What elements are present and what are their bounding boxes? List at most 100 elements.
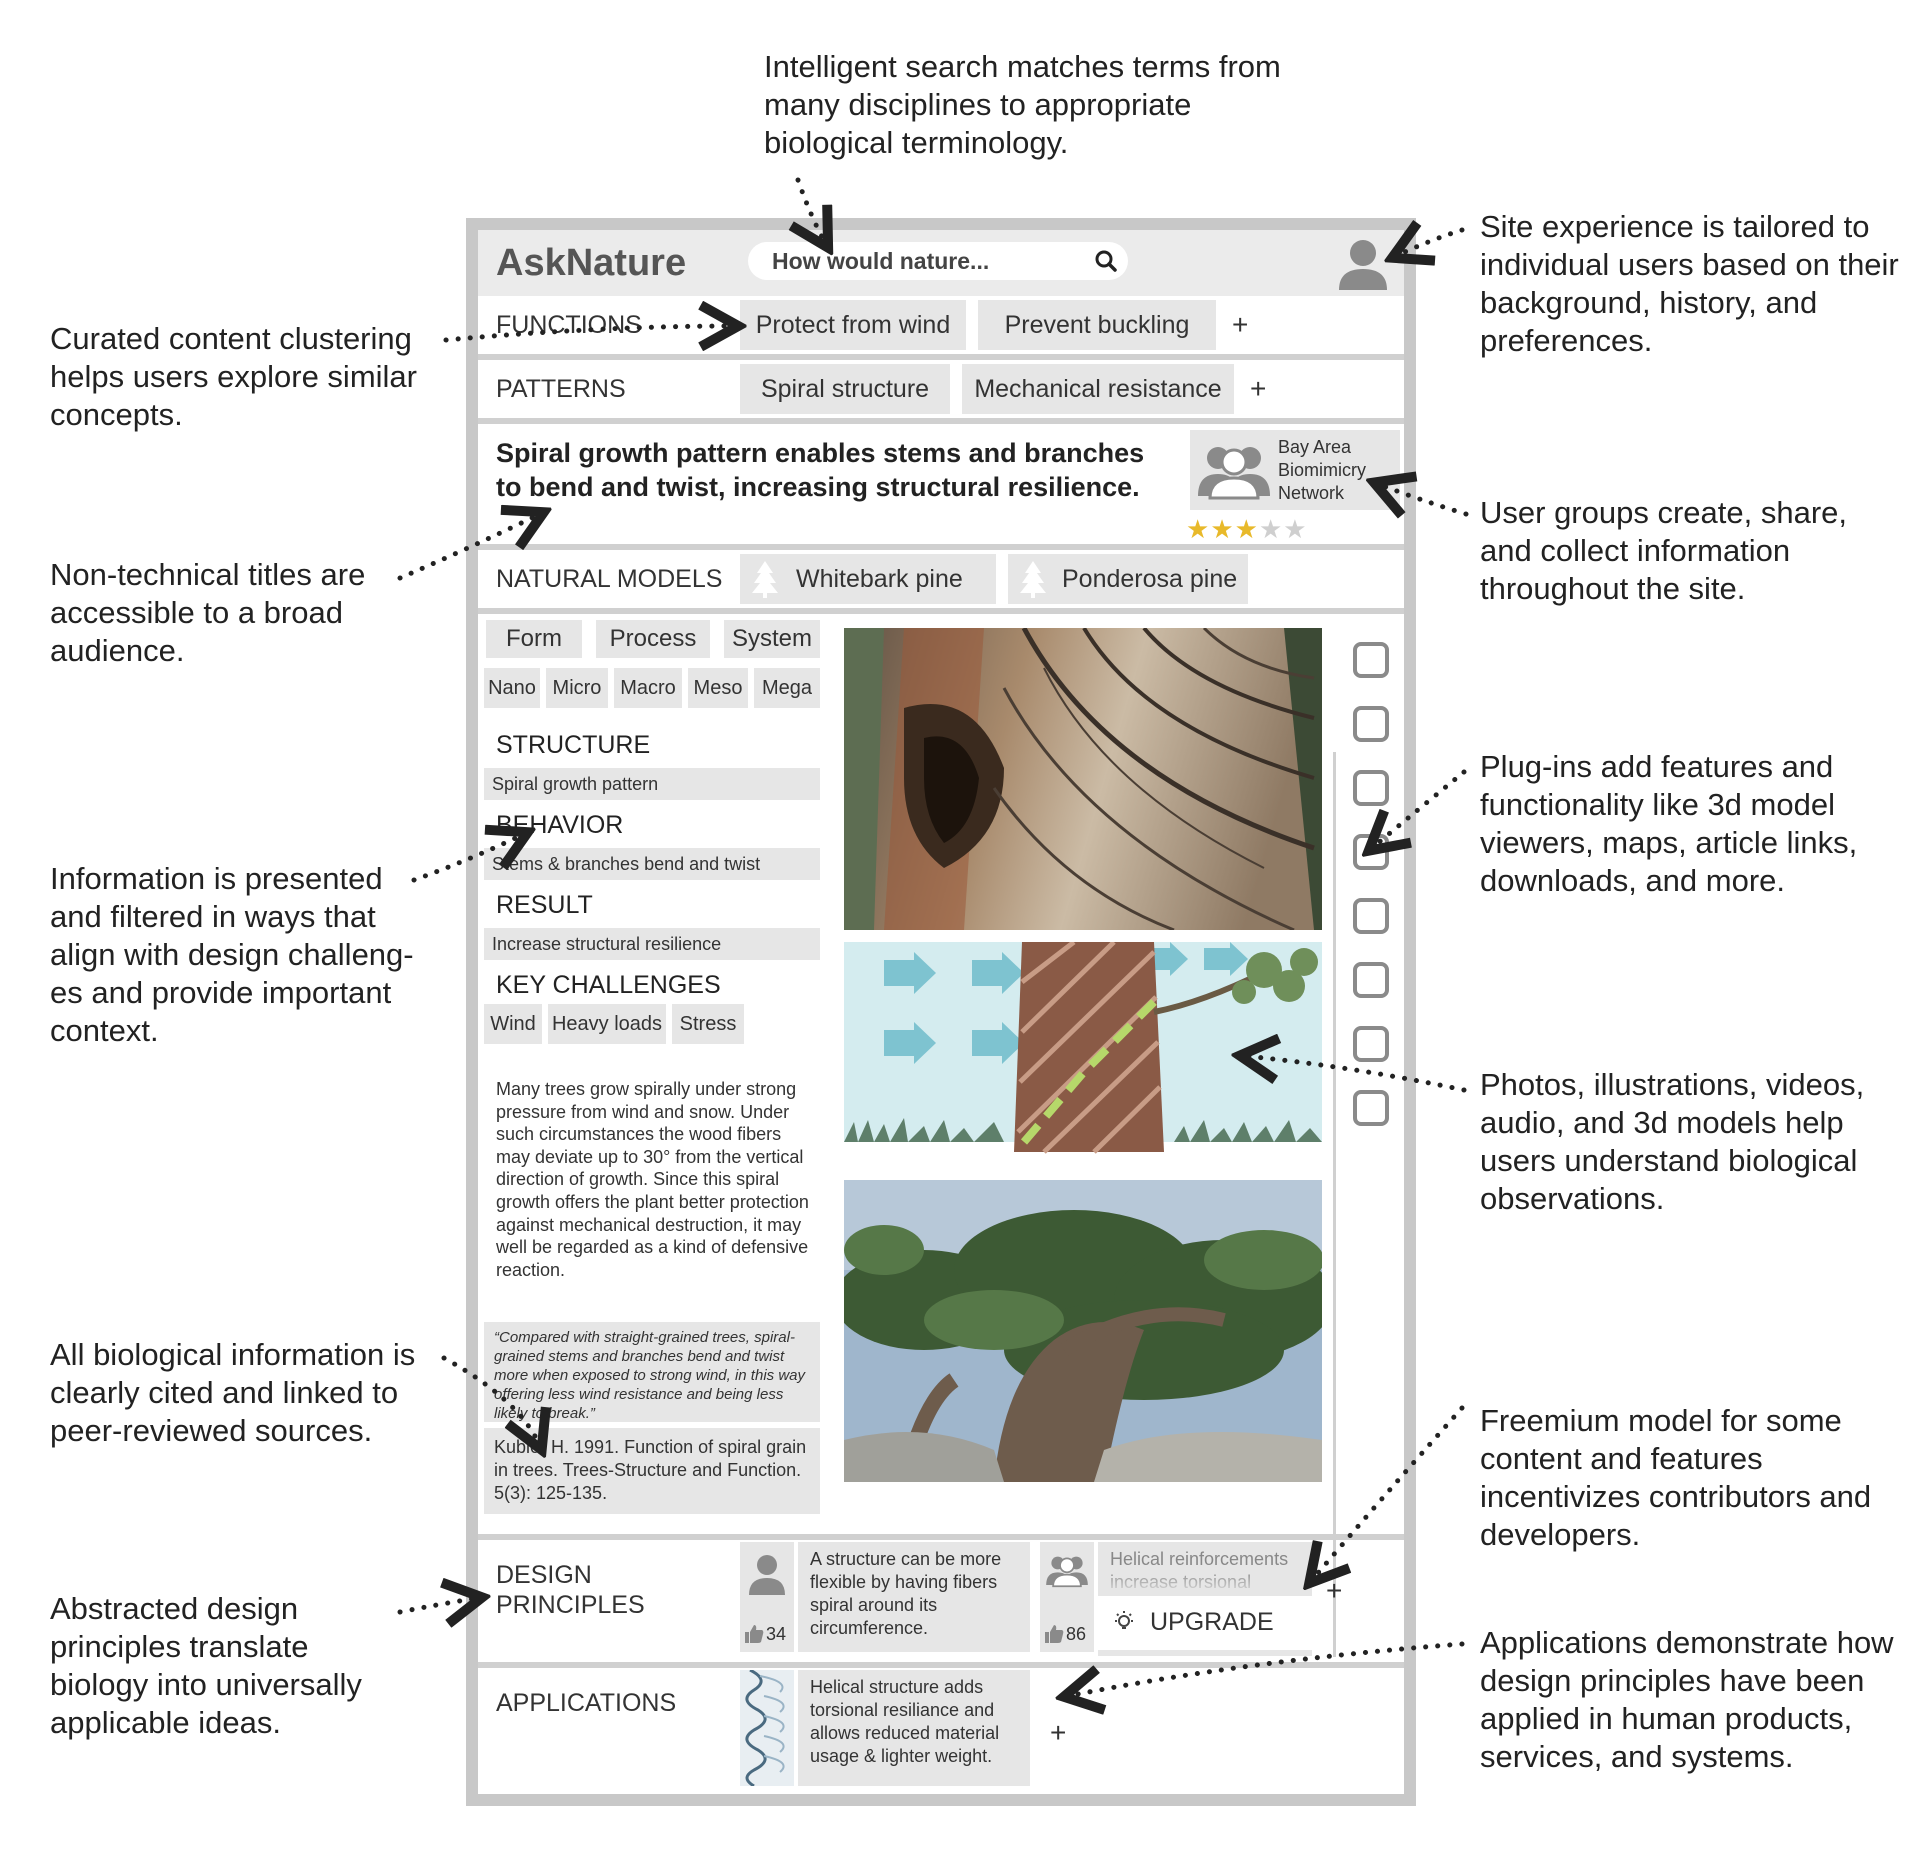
note-abstracted: Abstracted design principles translate b…	[50, 1591, 362, 1740]
plugin-slot-2[interactable]	[1353, 706, 1389, 742]
natural-models-row: NATURAL MODELS Whitebark pine Ponderosa …	[478, 550, 1404, 614]
upgrade-button[interactable]: UPGRADE	[1098, 1600, 1312, 1656]
scale-micro[interactable]: Micro	[546, 668, 608, 708]
upgrade-label: UPGRADE	[1150, 1608, 1274, 1636]
plugin-slot-4[interactable]	[1353, 834, 1389, 870]
note-curated: Curated content clustering helps users e…	[50, 321, 417, 432]
scale-nano[interactable]: Nano	[484, 668, 540, 708]
note-user-groups: User groups create, share, and collect i…	[1480, 495, 1848, 606]
application-card[interactable]: Helical structure adds torsional resilia…	[798, 1670, 1030, 1786]
note-applications: Applications demonstrate how design prin…	[1480, 1625, 1894, 1774]
plugin-slot-7[interactable]	[1353, 1026, 1389, 1062]
natural-model-name: Ponderosa pine	[1062, 565, 1238, 593]
note-titles: Non-technical titles are accessible to a…	[50, 557, 366, 668]
thumbs-up-icon[interactable]	[744, 1624, 764, 1644]
user-group-name: Bay Area Biomimicry Network	[1278, 437, 1366, 503]
plugin-slot-8[interactable]	[1353, 1090, 1389, 1126]
plugin-slot-3[interactable]	[1353, 770, 1389, 806]
design-principles-label: DESIGN PRINCIPLES	[496, 1561, 645, 1619]
tree-icon	[752, 561, 778, 598]
top-bar: AskNature How would nature...	[478, 230, 1404, 296]
applications-divider	[478, 1662, 1404, 1668]
principle-card-1[interactable]: A structure can be more flexible by havi…	[798, 1542, 1030, 1652]
applications-label: APPLICATIONS	[496, 1689, 677, 1717]
user-group-badge[interactable]: Bay Area Biomimicry Network	[1190, 430, 1400, 510]
plugin-slot-6[interactable]	[1353, 962, 1389, 998]
user-group-icon	[1198, 447, 1270, 500]
design-principles-divider	[478, 1534, 1404, 1540]
filter-process[interactable]: Process	[596, 620, 710, 658]
natural-model-whitebark-pine[interactable]: Whitebark pine	[740, 554, 996, 604]
lightbulb-icon	[1115, 1611, 1133, 1629]
result-value: Increase structural resilience	[484, 928, 820, 960]
description-text: Many trees grow spirally under strong pr…	[496, 1079, 809, 1280]
note-plugins: Plug-ins add features and functionality …	[1480, 749, 1858, 898]
star-icon: ★	[1186, 514, 1211, 544]
tree-icon	[1020, 561, 1046, 598]
function-tag-protect-from-wind[interactable]: Protect from wind	[740, 300, 966, 350]
pattern-tag-mechanical-resistance[interactable]: Mechanical resistance	[962, 364, 1234, 414]
citation-reference[interactable]: Kubler H. 1991. Function of spiral grain…	[484, 1428, 820, 1514]
wind-illustration[interactable]	[844, 942, 1322, 1162]
filter-form[interactable]: Form	[486, 620, 582, 658]
star-icon: ★	[1210, 514, 1235, 544]
note-cited: All biological information is clearly ci…	[50, 1337, 416, 1448]
challenge-wind[interactable]: Wind	[484, 1004, 542, 1044]
filter-system[interactable]: System	[724, 620, 820, 658]
principle-likes-count: 34	[766, 1624, 787, 1644]
result-label: RESULT	[496, 891, 593, 919]
natural-model-ponderosa-pine[interactable]: Ponderosa pine	[1008, 554, 1248, 604]
plugin-slot-1[interactable]	[1353, 642, 1389, 678]
scale-mega[interactable]: Mega	[754, 668, 820, 708]
user-avatar-icon[interactable]	[1336, 236, 1390, 292]
pattern-tag-spiral-structure[interactable]: Spiral structure	[740, 364, 950, 414]
scale-meso[interactable]: Meso	[688, 668, 748, 708]
user-group-icon	[1046, 1556, 1088, 1588]
design-principles-row: DESIGN PRINCIPLES 34 A structure can be …	[478, 1540, 1404, 1662]
challenge-heavy-loads[interactable]: Heavy loads	[548, 1004, 666, 1044]
article-title: Spiral growth pattern enables stems and …	[496, 438, 1145, 502]
structure-value: Spiral growth pattern	[484, 768, 820, 800]
thumbs-up-icon[interactable]	[1044, 1624, 1064, 1644]
principle-card-2-fade	[1098, 1570, 1312, 1596]
principle-likes-count: 86	[1066, 1624, 1087, 1644]
patterns-label: PATTERNS	[496, 375, 626, 403]
function-tag-prevent-buckling[interactable]: Prevent buckling	[978, 300, 1216, 350]
functions-label: FUNCTIONS	[496, 311, 642, 339]
star-icon: ★	[1234, 514, 1259, 544]
note-information: Information is presented and filtered in…	[50, 861, 414, 1048]
add-pattern-button[interactable]: +	[1250, 373, 1267, 404]
add-principle-button[interactable]: +	[1326, 1575, 1343, 1606]
patterns-row: PATTERNS Spiral structure Mechanical res…	[478, 360, 1404, 424]
scale-macro[interactable]: Macro	[614, 668, 682, 708]
behavior-label: BEHAVIOR	[496, 811, 624, 839]
star-icon: ★	[1258, 514, 1284, 544]
applications-row: APPLICATIONS Helical structure adds tors…	[478, 1668, 1404, 1794]
note-tailored: Site experience is tailored to individua…	[1480, 209, 1899, 358]
article-title-row: Spiral growth pattern enables stems and …	[478, 424, 1404, 550]
natural-models-label: NATURAL MODELS	[496, 565, 723, 593]
key-challenges-label: KEY CHALLENGES	[496, 971, 721, 999]
principle-card-group[interactable]: 86	[1040, 1542, 1094, 1652]
add-function-button[interactable]: +	[1232, 309, 1249, 340]
note-media: Photos, illustrations, videos, audio, an…	[1480, 1067, 1865, 1216]
add-application-button[interactable]: +	[1050, 1717, 1067, 1748]
principle-card-author[interactable]: 34	[740, 1542, 794, 1652]
bark-photo[interactable]	[844, 628, 1322, 930]
search-icon[interactable]	[1094, 249, 1118, 273]
behavior-value: Stems & branches bend and twist	[484, 848, 820, 880]
structure-label: STRUCTURE	[496, 731, 651, 759]
asknature-logo[interactable]: AskNature	[496, 242, 687, 284]
search-placeholder: How would nature...	[772, 248, 990, 274]
functions-row: FUNCTIONS Protect from wind Prevent buck…	[478, 296, 1404, 360]
challenge-stress[interactable]: Stress	[672, 1004, 744, 1044]
application-image[interactable]	[740, 1670, 794, 1786]
rating-stars[interactable]: ★★★★★	[1186, 514, 1308, 545]
user-icon	[749, 1555, 785, 1595]
pine-tree-photo[interactable]	[844, 1180, 1322, 1482]
star-icon: ★	[1283, 514, 1308, 544]
plugin-divider	[1333, 752, 1336, 1657]
search-input[interactable]: How would nature...	[748, 242, 1128, 280]
plugin-slot-5[interactable]	[1353, 898, 1389, 934]
mockup-page: AskNature How would nature... FUNCTIONS …	[478, 230, 1404, 1794]
